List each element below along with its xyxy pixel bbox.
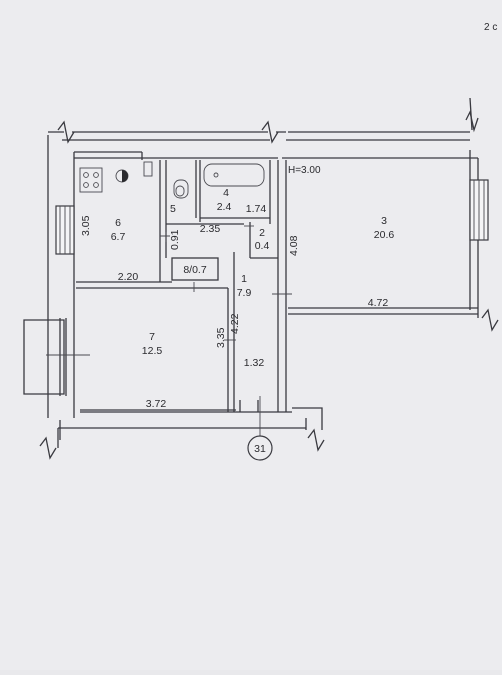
dim-corridor-height: 4.22 (229, 313, 241, 334)
window-room6 (55, 205, 75, 255)
stove-icon (79, 167, 103, 193)
room3-area: 20.6 (374, 229, 395, 241)
vent-icon (143, 161, 153, 177)
room8-label: 8/0.7 (183, 264, 207, 276)
dim-room6-height: 3.05 (80, 215, 92, 236)
room3-number: 3 (381, 215, 387, 227)
room6-number: 6 (115, 217, 121, 229)
room2-number: 2 (259, 227, 265, 239)
room7-area: 12.5 (142, 345, 163, 357)
dim-room6-width: 2.20 (118, 271, 139, 283)
dim-room3-height: 4.08 (288, 235, 300, 256)
room7-number: 7 (149, 331, 155, 343)
room4-number: 4 (223, 187, 229, 199)
corner-text: 2 с (484, 22, 497, 33)
dim-hall-2-35: 2.35 (200, 223, 221, 235)
axis-marker-label: 31 (254, 443, 266, 455)
dim-wc-depth: 0.91 (169, 229, 181, 250)
axis-marker-31 (247, 396, 273, 461)
dimension-ticks (160, 225, 292, 341)
room5-number: 5 (170, 203, 176, 215)
room1-number: 1 (241, 273, 247, 285)
wall-break-marks (39, 110, 499, 460)
height-note: H=3.00 (288, 165, 321, 176)
bathtub-icon (203, 163, 265, 187)
room6-area: 6.7 (111, 231, 126, 243)
dim-room7-height: 3.35 (215, 327, 227, 348)
room2-area: 0.4 (255, 240, 270, 252)
room1-area: 7.9 (237, 287, 252, 299)
window-room3 (469, 179, 489, 241)
sink-icon (115, 169, 129, 183)
toilet-icon (173, 179, 189, 199)
dim-corridor-width: 1.32 (244, 357, 265, 369)
dim-room3-width: 4.72 (368, 297, 389, 309)
dim-closet-width: 1.74 (246, 203, 267, 215)
balcony-room7 (23, 318, 90, 396)
room4-area: 2.4 (217, 201, 232, 213)
dim-room7-width: 3.72 (146, 398, 167, 410)
